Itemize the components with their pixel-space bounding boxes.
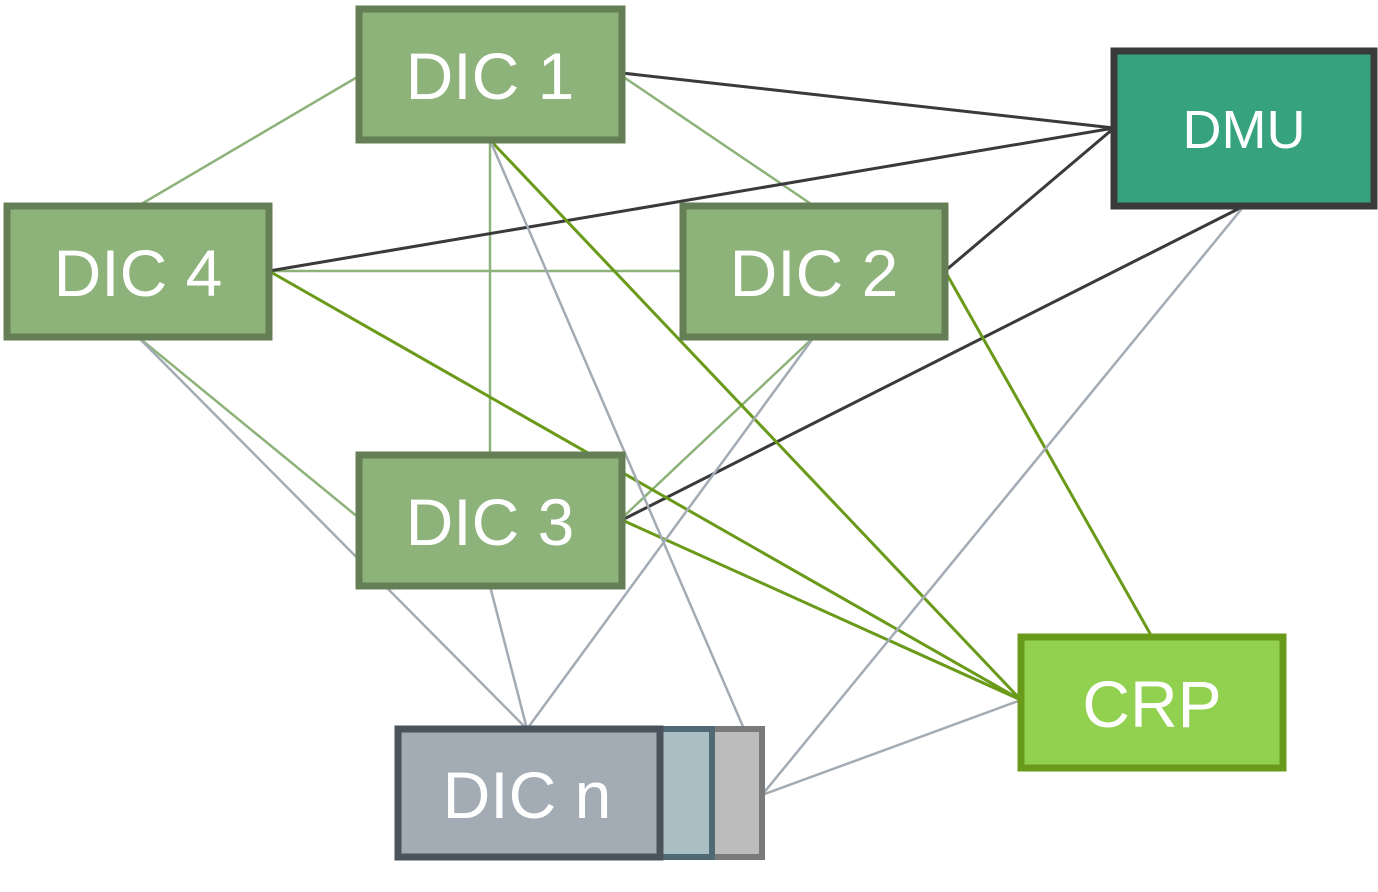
edge-dic1-dicn [488,139,746,730]
edge-dic1-crp [488,138,1023,702]
edges-layer [137,71,1245,797]
dic-n-box [394,725,664,861]
dic-4-label: DIC 4 [54,236,223,310]
dic-2-box [679,202,949,341]
edge-dic4-dicn [137,336,528,730]
edge-crp-dicn [761,698,1022,797]
edge-dic2-dic3 [621,336,815,519]
edge-dic4-dic3 [137,336,360,519]
edge-dic4-crp [268,269,1022,702]
edge-dic1-dic4 [137,74,360,208]
edge-dic2-dmu [944,126,1115,273]
edge-dic1-dmu [621,71,1115,130]
crp-box [1017,633,1287,772]
dmu-label: DMU [1183,100,1306,160]
dic-2-label: DIC 2 [730,236,899,310]
dic-1-box [355,5,626,144]
node-dic-n[interactable]: DIC n [394,725,765,861]
edge-dic2-crp [943,270,1154,638]
crp-label: CRP [1082,667,1221,741]
node-dic-1[interactable]: DIC 1 [355,5,626,144]
dic-3-label: DIC 3 [406,485,575,559]
dic-1-label: DIC 1 [406,39,575,113]
dmu-box [1110,47,1378,210]
dic-n-label: DIC n [443,758,612,832]
edge-dic2-dicn [525,336,816,730]
dic-3-box [355,451,626,590]
node-dic-4[interactable]: DIC 4 [3,202,273,341]
edge-dic3-dmu [621,204,1245,522]
dic-4-box [3,202,273,341]
edge-dic3-dicn [488,585,529,730]
edge-dic4-dmu [268,126,1115,273]
node-crp[interactable]: CRP [1017,633,1287,772]
node-dmu[interactable]: DMU [1110,47,1378,210]
edge-dmu-dicn [761,205,1245,796]
node-dic-2[interactable]: DIC 2 [679,202,949,341]
edge-dic1-dic2 [621,74,815,208]
edge-dic3-crp [621,518,1022,702]
node-dic-3[interactable]: DIC 3 [355,451,626,590]
